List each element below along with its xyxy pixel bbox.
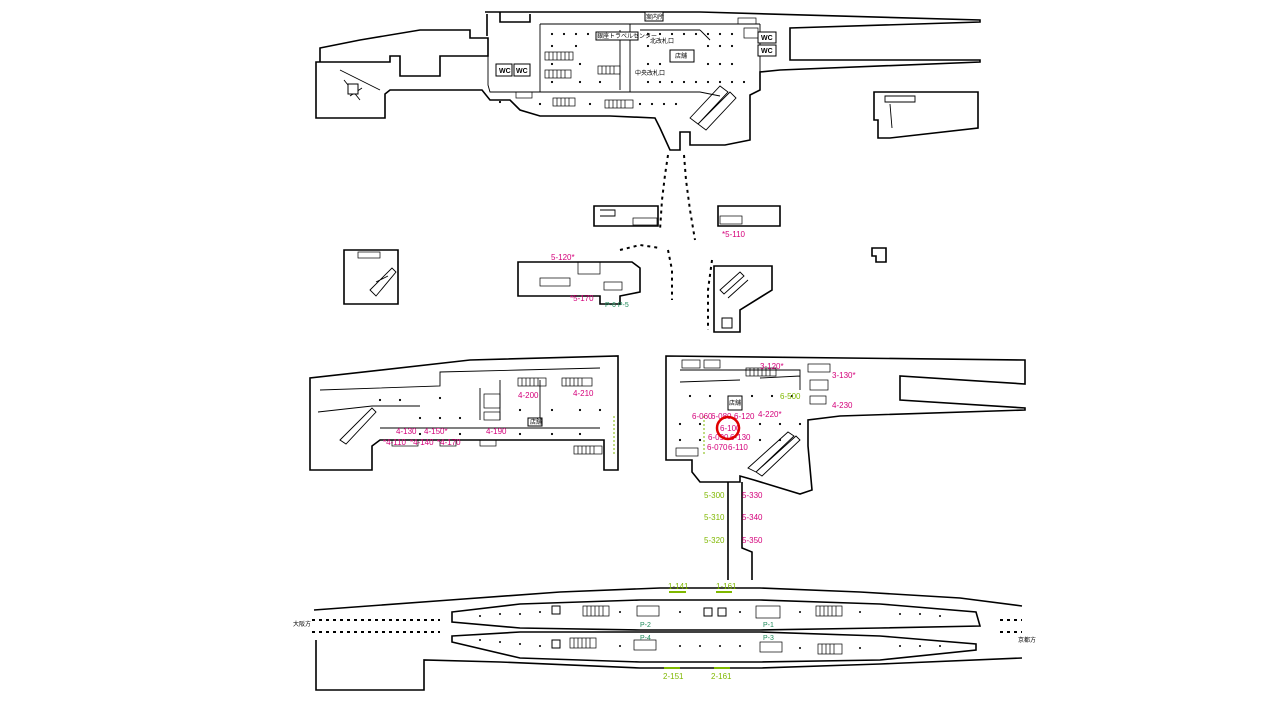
platform-corridor: 5-300 5-310 5-320 5-330 5-340 5-350	[704, 482, 763, 580]
lower-right-concourse: 店舗 3-120* 3-130* 4-230 4-220* 6-500 6-06…	[665, 355, 1026, 495]
exit-label: 4-190	[486, 427, 507, 436]
platform-level: 1-141 1-161 2-151 2-161 P-2 P-1 P-4 P-3 …	[293, 582, 1036, 691]
info-room	[644, 11, 664, 22]
exit-label: 6-110	[728, 443, 748, 452]
direction-label-osaka: 大阪方	[293, 620, 311, 628]
left-mid-block	[343, 249, 399, 305]
mid-block	[717, 205, 781, 227]
exit-label: 4-150*	[424, 427, 448, 436]
mid-center-block	[517, 261, 641, 305]
passage-dashed	[707, 259, 713, 330]
exit-label: 3-130*	[832, 371, 856, 380]
exit-label: *4-170	[437, 438, 461, 447]
exit-label: 6-080	[711, 412, 732, 421]
exit-label: 1-161	[716, 582, 737, 591]
shop-label: 店舗	[530, 418, 542, 426]
exit-label: 5-300	[704, 491, 725, 500]
wc-label: WC	[761, 48, 773, 55]
direction-label-kyoto: 京都方	[1018, 636, 1036, 644]
central-gate-label: 中央改札口	[635, 69, 665, 77]
exit-label: 6-500	[780, 392, 801, 401]
exit-label: 2-161	[711, 672, 732, 681]
exit-label: 5-350	[742, 536, 763, 545]
exit-label: *5-170	[570, 294, 594, 303]
exit-label: 5-310	[704, 513, 725, 522]
column-grid	[498, 32, 746, 106]
stairs	[515, 17, 759, 109]
wc-room	[757, 44, 777, 57]
exit-label: 6-120	[734, 412, 755, 421]
exit-label: 1-141	[668, 582, 689, 591]
lower-left-concourse: 店舗 4-200 4-210 4-130 4-150* 4-190 *4-110…	[309, 355, 619, 471]
travel-center-label: 銀座トラベルセンター	[597, 32, 657, 40]
exit-label: 6-100	[720, 424, 741, 433]
passage-dashed	[683, 154, 696, 241]
platform-stair-label: P-4	[640, 635, 651, 642]
platform-upper	[451, 599, 982, 631]
exit-label: 5-120*	[551, 253, 575, 262]
current-location-marker	[715, 415, 741, 441]
exit-label: 6-060	[692, 412, 713, 421]
shop-label: 店舗	[675, 52, 687, 60]
exit-label: 3-120*	[760, 362, 784, 371]
mid-right-block	[713, 265, 773, 333]
top-concourse: WC WC WC WC 案内所 店舗 銀座トラベルセンター 北改札口 中央改札口	[315, 11, 981, 151]
wc-room	[513, 63, 531, 77]
shop-room	[669, 49, 695, 63]
escalator	[339, 69, 381, 101]
exit-label: 2-151	[663, 672, 684, 681]
passage-dashed	[659, 154, 669, 231]
escalator	[339, 407, 377, 445]
wc-label: WC	[516, 68, 528, 75]
exit-label: 4-210	[573, 389, 594, 398]
small-block	[871, 247, 887, 263]
passage-dashed	[667, 249, 673, 300]
exit-label: 4-220*	[758, 410, 782, 419]
elevator-room	[347, 83, 359, 95]
exit-label: *5-110	[722, 230, 746, 239]
exit-label: 6-130	[730, 433, 751, 442]
middle-level: *5-110 5-120* *5-170 P-6 P-5	[343, 154, 887, 333]
platform-lower	[451, 631, 977, 663]
exit-label: 6-090	[708, 433, 729, 442]
mid-block	[593, 205, 659, 227]
exit-label: 5-340	[742, 513, 763, 522]
platform-stair-label: P-3	[763, 635, 774, 642]
exit-label: 4-130	[396, 427, 417, 436]
exit-label: 6-070	[707, 443, 728, 452]
info-label: 案内所	[646, 13, 664, 21]
exit-label: *4-110	[383, 438, 407, 447]
shop-label: 店舗	[729, 399, 741, 407]
exit-label: 4-200	[518, 391, 539, 400]
exit-label: 5-320	[704, 536, 725, 545]
wc-room	[495, 63, 513, 77]
passage-dashed	[619, 243, 661, 251]
north-gate-label: 北改札口	[650, 37, 674, 45]
exit-label: 4-230	[832, 401, 853, 410]
wc-label: WC	[499, 68, 511, 75]
platform-stair-label: P-6 P-5	[605, 302, 629, 309]
exit-label: *4-140	[410, 438, 434, 447]
escalator	[689, 85, 737, 131]
wc-label: WC	[761, 35, 773, 42]
platform-stair-label: P-1	[763, 622, 774, 629]
right-block	[873, 91, 979, 139]
exit-label: 5-330	[742, 491, 763, 500]
escalator	[747, 431, 801, 477]
platform-stair-label: P-2	[640, 622, 651, 629]
travel-center-room	[595, 31, 639, 41]
